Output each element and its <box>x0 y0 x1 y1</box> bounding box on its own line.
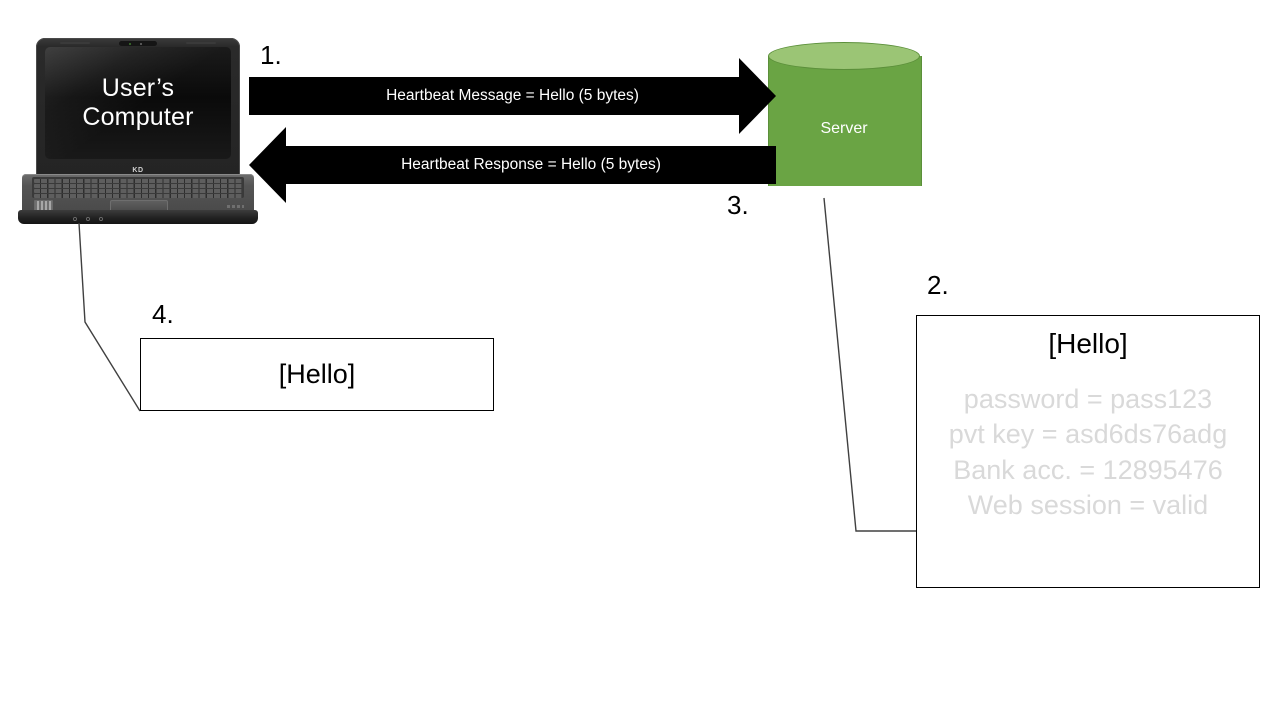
laptop-speaker-grille <box>227 205 244 208</box>
laptop-screen-line-1: User’s <box>101 73 175 102</box>
server-cylinder-top <box>768 42 920 70</box>
server-cylinder: Server <box>768 42 922 200</box>
step-number-3: 3. <box>727 190 749 220</box>
laptop-keyboard <box>32 177 244 198</box>
user-computer-laptop: User’s Computer KD <box>18 38 258 224</box>
step-number-1: 1. <box>260 40 282 70</box>
laptop-lid: User’s Computer KD <box>36 38 240 179</box>
heartbeat-response-arrow <box>249 127 776 203</box>
server-label: Server <box>820 120 868 137</box>
user-buffer-text: [Hello] <box>278 359 356 389</box>
laptop-screen: User’s Computer <box>45 47 231 159</box>
laptop-base <box>18 174 258 224</box>
server-to-memory-connector <box>823 197 916 532</box>
laptop-base-top <box>22 174 254 212</box>
step-number-2: 2. <box>927 270 949 300</box>
status-led-icon <box>73 217 77 221</box>
server-memory-box: [Hello] password = pass123 pvt key = asd… <box>916 315 1260 588</box>
laptop-bezel-vent-right <box>186 41 216 44</box>
keyboard-row <box>34 178 242 183</box>
step-number-4: 4. <box>152 299 174 329</box>
laptop-bezel-vent-left <box>60 41 90 44</box>
laptop-screen-line-2: Computer <box>82 103 194 131</box>
laptop-front-edge <box>18 210 258 224</box>
leaked-memory-line: Web session = valid <box>967 490 1209 521</box>
laptop-bezel-brand: KD <box>132 167 144 174</box>
webcam-icon <box>119 41 157 46</box>
status-led-icon <box>86 217 90 221</box>
keyboard-row <box>34 183 242 188</box>
user-buffer-box: [Hello] <box>140 338 494 411</box>
server-memory-header: [Hello] <box>1048 328 1128 359</box>
status-led-icon <box>99 217 103 221</box>
heartbeat-response-label: Heartbeat Response = Hello (5 bytes) <box>401 156 661 173</box>
leaked-memory-line: password = pass123 <box>963 384 1213 414</box>
keyboard-row <box>34 193 242 198</box>
server-cylinder-body <box>768 56 922 186</box>
keyboard-row <box>34 188 242 193</box>
heartbeat-request-label: Heartbeat Message = Hello (5 bytes) <box>386 87 639 104</box>
heartbeat-request-arrow <box>249 58 776 134</box>
laptop-screen-text: User’s Computer <box>82 74 193 133</box>
leaked-memory-line: pvt key = asd6ds76adg <box>948 419 1228 450</box>
laptop-to-buffer-connector <box>78 222 141 412</box>
leaked-memory-line: Bank acc. = 12895476 <box>953 454 1223 485</box>
